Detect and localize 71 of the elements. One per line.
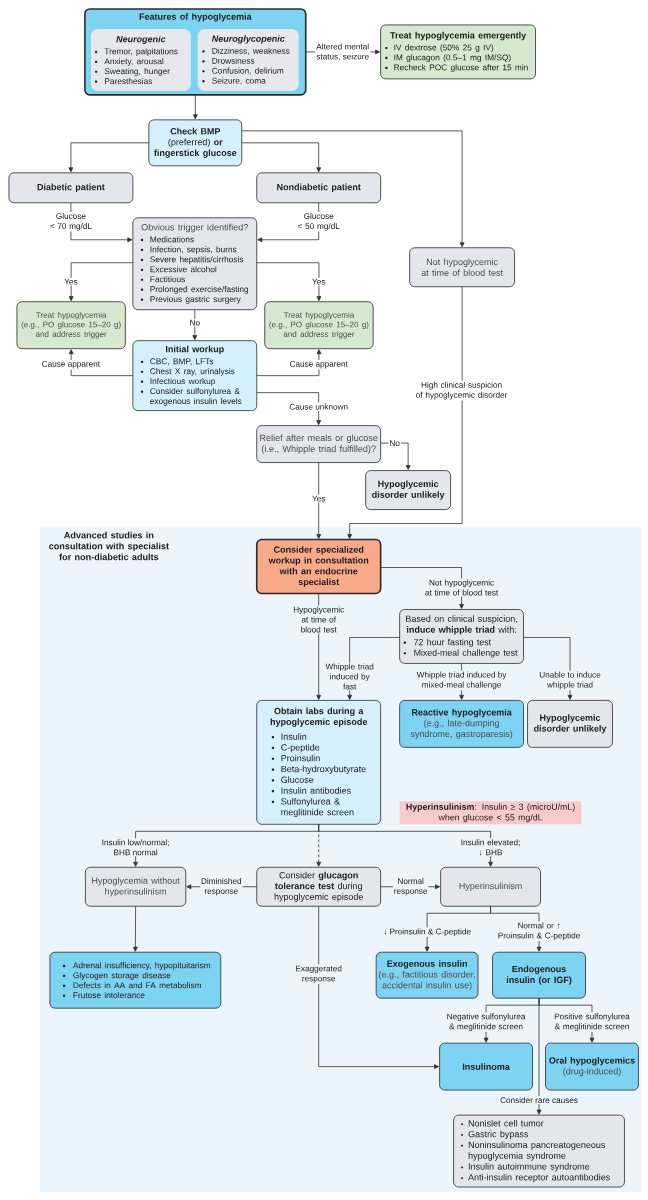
process-box: Obtain labs during a hypoglycemic episode Insulin C-peptide Proinsulin Beta-hydroxybutyrate Glucose Insulin antibodies Sulfonylurea & meglitinide screen xyxy=(256,700,381,825)
edge-label: High clinical suspicion of hypoglycemic disorder xyxy=(412,380,511,401)
diagnosis-box: Reactive hypoglycemia (e.g., late-dumping syndrome, gastroparesis) xyxy=(399,700,524,748)
edge-label: Cause apparent xyxy=(40,359,101,370)
edge-label: Normal or ↑ Proinsulin & C-peptide xyxy=(494,921,583,942)
arrow xyxy=(241,130,465,248)
diagnosis-box: Nonislet cell tumor Gastric bypass Noninsulinoma pancreatogeneous hypoglycemia syndrome Insulin autoimmune syndrome Anti-insulin receptor autoantibodies xyxy=(452,1114,625,1188)
arrow xyxy=(316,462,321,539)
arrow xyxy=(70,202,133,243)
edge-label: Consider rare causes xyxy=(498,1096,579,1105)
edge-label: ↓ Proinsulin & C-peptide xyxy=(381,927,472,938)
arrow xyxy=(489,905,542,952)
result-box: Not hypoglycemic at time of blood test xyxy=(409,247,515,288)
edge-label: Exaggerated response xyxy=(294,964,343,984)
edge-label: Whipple triad induced by fast xyxy=(322,662,377,691)
symptom-list-box: Neurogenic Tremor, palpitations Anxiety, arousal Sweating, hunger Paresthesias xyxy=(90,28,191,91)
edge-label: Yes xyxy=(63,277,79,286)
edge-label: Cause unknown xyxy=(288,402,349,411)
diagnosis-box: Exogenous insulin (e.g., factitious disorder, accidental insulin use) xyxy=(375,951,479,999)
process-box: Initial workup CBC, BMP, LFTs Chest X ray, urinalysis Infectious workup Consider sulfonylurea & exogenous insulin levels xyxy=(132,340,257,412)
patient-box: Nondiabetic patient xyxy=(256,172,381,204)
diagnosis-box: Adrenal insufficiency, hypopituitarism Glycogen storage disease Defects in AA and FA metabolism Frutose intolerance xyxy=(49,951,221,1009)
arrow xyxy=(536,997,542,1115)
arrow xyxy=(68,349,134,377)
diagnosis-box: Endogenous insulin (or IGF) xyxy=(491,951,586,999)
arrow xyxy=(380,442,411,470)
edge-label: Insulin elevated; ↓ BHB xyxy=(458,838,523,857)
decision-box: Obvious trigger identified? Medications Infection, sepsis, burns Severe hepatitis/cirrhosis Excessive alcohol Factitious Prolonged exercise/fasting Previous gastric surgery xyxy=(132,217,257,311)
arrow xyxy=(318,823,493,867)
process-box: Consider specialized workup in consultation with an endocrine specialist xyxy=(255,538,382,595)
edge-label: Altered mental status, seizure xyxy=(315,42,370,62)
outcome-box: Hypoglycemic disorder unlikely xyxy=(365,470,451,510)
diagnosis-box: Oral hypoglycemics (drug-induced) xyxy=(544,1042,639,1091)
arrow xyxy=(380,567,464,609)
process-box: Based on clinical suspicion, induce whipple triad with: 72 hour fasting test Mixed-meal challenge test xyxy=(399,609,524,664)
result-box: Hyperinsulinism xyxy=(440,866,541,907)
arrow xyxy=(256,349,322,377)
edge-label: Glucose < 70 mg/dL xyxy=(46,211,95,232)
arrow xyxy=(192,309,197,341)
edge-label: Yes xyxy=(310,494,327,503)
patient-box: Diabetic patient xyxy=(8,172,134,204)
symptom-list-box: Neuroglycopenic Dizziness, weakness Drowsiness Confusion, delirium Seizure, coma xyxy=(197,28,299,91)
arrow xyxy=(522,637,573,700)
edge-label: Unable to induce whipple triad xyxy=(538,670,602,691)
arrow xyxy=(241,142,321,173)
arrow xyxy=(68,142,149,173)
edge-label: Glucose < 50 mg/dL xyxy=(294,211,343,232)
edge-label: Not hypoglycemic at time of blood test xyxy=(421,578,501,597)
arrow xyxy=(318,905,439,1069)
process-box: Check BMP (preferred) or fingerstick glucose xyxy=(148,119,242,167)
arrow xyxy=(132,905,138,952)
arrow xyxy=(68,262,134,302)
edge-label: No xyxy=(388,439,401,447)
result-box: Hypoglycemia without hyperinsulinism xyxy=(84,866,186,907)
edge-label: Negative sulfonylurea & meglitinide screen xyxy=(445,1012,527,1032)
edge-label: Yes xyxy=(310,277,327,286)
edge-label: Cause apparent xyxy=(288,359,349,370)
treatment-box: Treat hypoglycemia emergently IV dextrose (50% 25 g IV) IM glucagon (0.5–1 mg IM/SQ) Recheck POC glucose after 15 min xyxy=(380,24,536,80)
edge-label: Positive sulfonylurea & meglitinide screen xyxy=(551,1012,633,1032)
arrow xyxy=(256,262,322,302)
arrow xyxy=(347,286,463,539)
edge-label: No xyxy=(188,318,201,327)
edge-label: Hypoglycemic at time of blood test xyxy=(290,605,347,634)
outcome-box: Hypoglycemic disorder unlikely xyxy=(526,700,613,748)
process-box: Consider glucagon tolerance test during hypoglycemic episode xyxy=(256,866,381,907)
decision-box: Relief after meals or glucose (i.e., Whipple triad fulfilled)? xyxy=(256,425,381,463)
diagnosis-box: Insulinoma xyxy=(439,1042,533,1091)
arrow xyxy=(256,392,321,426)
edge-label: Insulin low/normal; BHB normal xyxy=(100,838,171,857)
arrow xyxy=(192,94,198,120)
definition-box: Hyperinsulinism: Insulin ≥ 3 (microU/mL) when glucose < 55 mg/dL xyxy=(399,801,582,825)
